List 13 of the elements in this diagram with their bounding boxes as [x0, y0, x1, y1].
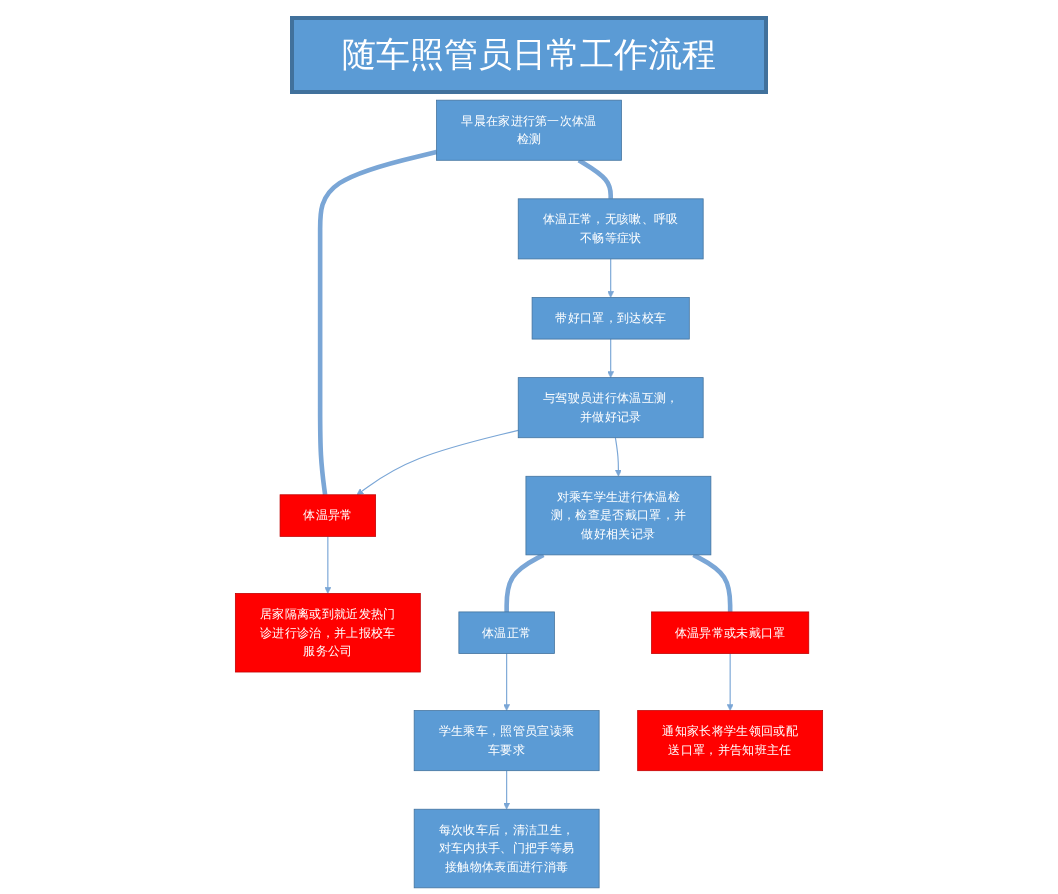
arrow	[607, 258, 615, 298]
title-box: 随车照管员日常工作流程	[290, 16, 768, 94]
connector	[692, 552, 733, 612]
connector	[577, 158, 613, 199]
arrow	[607, 338, 615, 378]
connector	[504, 552, 545, 612]
arrow	[726, 652, 734, 711]
arrow	[356, 429, 519, 496]
arrow	[503, 652, 511, 711]
arrow	[503, 770, 511, 810]
connector	[317, 149, 438, 496]
arrow	[324, 535, 332, 594]
arrow	[614, 437, 622, 477]
